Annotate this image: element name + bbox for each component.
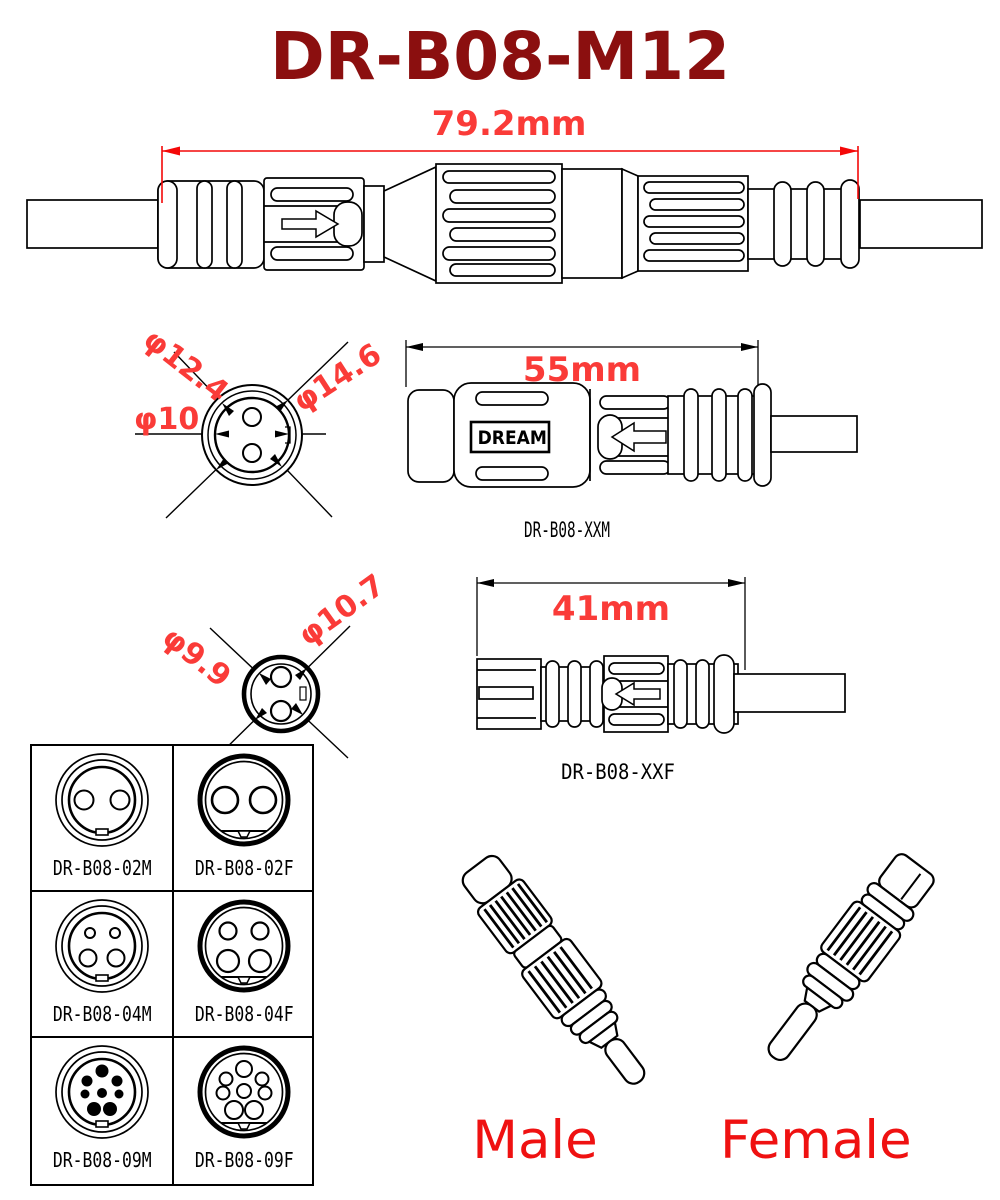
male-connector-drawing [405, 340, 858, 488]
male-part-number: DR-B08-XXM [524, 518, 610, 542]
brand-label: DREAM [477, 427, 547, 449]
face-09f-drawing [197, 1045, 291, 1139]
variant-cell-09f: DR-B08-09F [174, 1038, 314, 1184]
female-connector-drawing [476, 577, 846, 734]
female-view-label: Female [720, 1110, 912, 1171]
variant-label: DR-B08-02M [52, 856, 152, 880]
variant-label: DR-B08-04F [194, 1002, 294, 1026]
female-part-number: DR-B08-XXF [561, 760, 675, 784]
face-09m-drawing [55, 1045, 149, 1139]
variant-cell-04f: DR-B08-04F [174, 892, 314, 1038]
page-title: DR-B08-M12 [269, 18, 731, 95]
female-length-dimension: 41mm [551, 589, 671, 629]
variant-label: DR-B08-02F [194, 856, 294, 880]
variant-label: DR-B08-09M [52, 1148, 152, 1172]
face-02m-drawing [55, 753, 149, 847]
variant-cell-09m: DR-B08-09M [32, 1038, 174, 1184]
face-04f-drawing [197, 899, 291, 993]
male-view-label: Male [472, 1110, 598, 1171]
variant-cell-02f: DR-B08-02F [174, 746, 314, 892]
variant-table: DR-B08-02M DR-B08-02F [30, 744, 314, 1186]
variant-label: DR-B08-04M [52, 1002, 152, 1026]
mated-connector-drawing [26, 146, 983, 284]
unlock-direction-arrow-icon [610, 421, 667, 453]
unlock-direction-arrow-icon [614, 681, 661, 707]
variant-label: DR-B08-09F [194, 1148, 294, 1172]
overall-length-dimension: 79.2mm [431, 104, 587, 144]
male-inner-diameter-label: φ10 [134, 402, 200, 437]
overall-dimension-lines [161, 146, 859, 203]
female-perspective-drawing [767, 853, 935, 1062]
variant-cell-04m: DR-B08-04M [32, 892, 174, 1038]
face-04m-drawing [55, 899, 149, 993]
face-02f-drawing [197, 753, 291, 847]
brand-plate [469, 420, 551, 454]
male-cross-section-drawing [135, 341, 349, 519]
variant-cell-02m: DR-B08-02M [32, 746, 174, 892]
female-cross-section-drawing [209, 625, 351, 763]
male-perspective-drawing [461, 854, 646, 1085]
mating-direction-arrow-icon [281, 209, 340, 239]
